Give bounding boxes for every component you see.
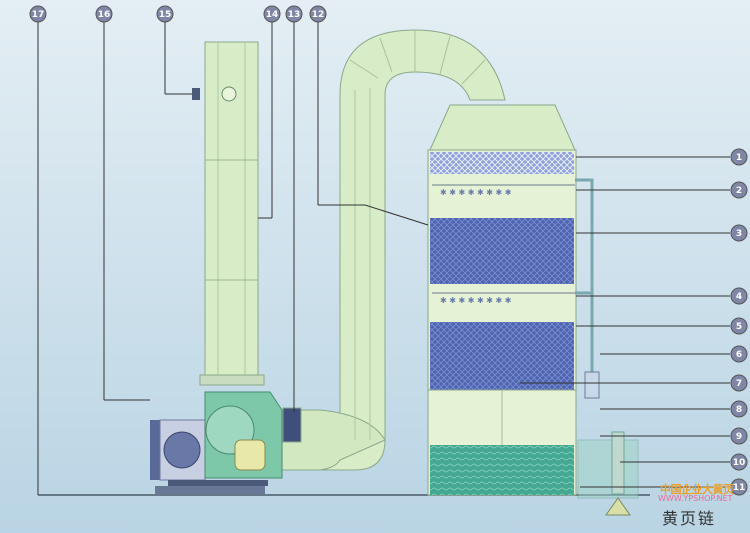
callout-15-marker xyxy=(156,5,174,23)
callout-13-marker xyxy=(285,5,303,23)
duct xyxy=(269,29,506,471)
callout-9: 9 xyxy=(736,432,742,442)
callout-7: 7 xyxy=(736,379,742,389)
callout-17-marker xyxy=(29,5,47,23)
callout-7-marker xyxy=(730,374,748,392)
callout-15: 15 xyxy=(159,10,172,20)
watermark-title: 中国企业大黄页 xyxy=(660,483,734,496)
water-tank xyxy=(430,445,574,495)
scrubber-tower: ✱ ✱ ✱ ✱ ✱ ✱ ✱ ✱ ✱ ✱ ✱ ✱ ✱ ✱ ✱ ✱ xyxy=(427,104,577,496)
callout-10-marker xyxy=(730,453,748,471)
callout-9-marker xyxy=(730,427,748,445)
callout-4: 4 xyxy=(736,292,742,302)
callouts-top xyxy=(37,22,429,495)
callout-13: 13 xyxy=(288,10,301,20)
callout-14-marker xyxy=(263,5,281,23)
sampling-port-icon xyxy=(221,86,237,102)
callout-8-marker xyxy=(730,400,748,418)
callout-5-marker xyxy=(730,317,748,335)
callout-2: 2 xyxy=(736,186,742,196)
callout-10: 10 xyxy=(733,458,746,468)
callout-17: 17 xyxy=(32,10,45,20)
packing-layer-upper xyxy=(430,218,574,284)
callout-2-marker xyxy=(730,181,748,199)
svg-text:✱ ✱ ✱ ✱ ✱ ✱ ✱ ✱: ✱ ✱ ✱ ✱ ✱ ✱ ✱ ✱ xyxy=(440,188,512,197)
pump-icon xyxy=(584,371,600,399)
packing-layer-lower xyxy=(430,322,574,390)
callout-3: 3 xyxy=(736,229,742,239)
exhaust-stack xyxy=(192,41,265,386)
callout-4-marker xyxy=(730,287,748,305)
callout-8: 8 xyxy=(736,405,742,415)
callout-12-marker xyxy=(309,5,327,23)
watermark-brand: 黄页链 xyxy=(662,509,717,528)
callout-11-marker xyxy=(730,478,748,496)
callout-11: 11 xyxy=(733,483,746,493)
callout-16: 16 xyxy=(98,10,111,20)
circulation-system xyxy=(575,178,639,516)
callout-14: 14 xyxy=(266,10,279,20)
callout-6: 6 xyxy=(736,350,742,360)
svg-text:✱ ✱ ✱ ✱ ✱ ✱ ✱ ✱: ✱ ✱ ✱ ✱ ✱ ✱ ✱ ✱ xyxy=(440,296,512,305)
callout-12: 12 xyxy=(312,10,325,20)
callout-6-marker xyxy=(730,345,748,363)
callout-1: 1 xyxy=(736,153,742,163)
callout-1-marker xyxy=(730,148,748,166)
callout-5: 5 xyxy=(736,322,742,332)
callout-16-marker xyxy=(95,5,113,23)
watermark-url: WWW.YPSHOP.NET xyxy=(658,494,733,503)
callout-3-marker xyxy=(730,224,748,242)
mist-eliminator xyxy=(430,152,574,174)
fan xyxy=(150,391,283,494)
flexible-joint xyxy=(282,407,302,443)
valve-icon xyxy=(192,88,200,100)
